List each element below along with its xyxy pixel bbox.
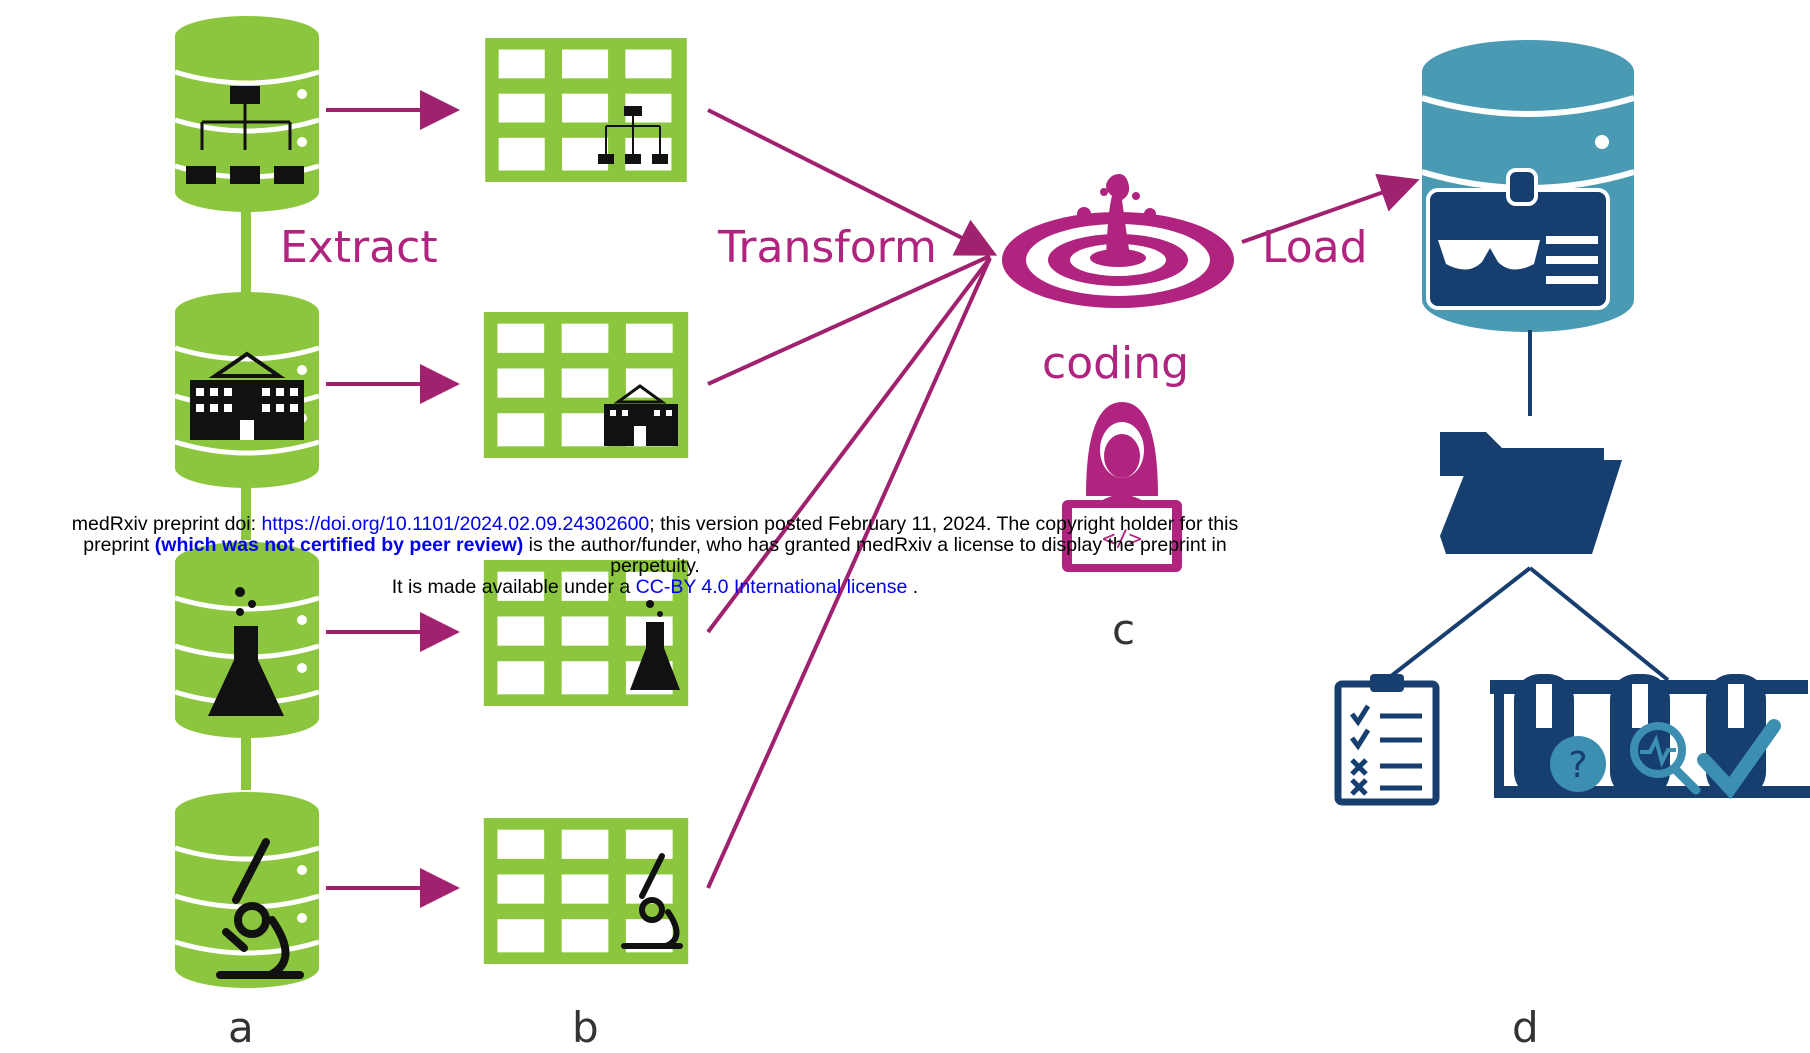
hierarchy-icon (186, 86, 304, 184)
banner-line4-prefix: It is made available under a (391, 576, 636, 598)
hospital-icon (190, 351, 304, 440)
banner-line1-suffix: ; this version posted February 11, 2024.… (649, 513, 1239, 535)
target-database (1421, 40, 1635, 332)
banner-line2-suffix: is the author/funder, who has granted me… (523, 534, 1227, 556)
license-link[interactable]: CC-BY 4.0 International license (635, 576, 908, 598)
output-tree-lines (1384, 330, 1670, 682)
id-card-icon (1426, 168, 1610, 310)
developer-person-icon: </> (1062, 402, 1182, 572)
svg-text:</>: </> (1102, 527, 1142, 552)
source-database-laboratory (175, 542, 319, 738)
banner-line-1: medRxiv preprint doi: https://doi.org/10… (0, 514, 1310, 535)
table-hospital (483, 312, 689, 458)
table-laboratory (483, 560, 689, 706)
flask-small-icon (630, 600, 680, 690)
banner-line-4: It is made available under a CC-BY 4.0 I… (0, 577, 1310, 598)
test-tube-rack-icon: ? (1490, 674, 1810, 800)
hierarchy-small-icon (598, 106, 668, 164)
banner-line2-prefix: preprint (83, 534, 155, 556)
medrxiv-banner: medRxiv preprint doi: https://doi.org/10… (0, 514, 1310, 598)
svg-text:?: ? (1568, 745, 1587, 786)
label-coding: coding (1042, 338, 1189, 389)
load-arrow (1241, 173, 1420, 244)
transform-arrows (706, 108, 998, 889)
label-load: Load (1262, 222, 1368, 273)
flask-icon (208, 587, 284, 716)
source-database-microscopy (175, 792, 319, 988)
panel-label-c: c (1112, 605, 1135, 654)
table-microscopy (483, 818, 689, 964)
extract-arrows (326, 90, 460, 908)
clipboard-checklist-icon (1334, 674, 1440, 806)
doi-link[interactable]: https://doi.org/10.1101/2024.02.09.24302… (261, 513, 650, 535)
microscope-small-icon (621, 853, 683, 949)
source-database-hospital (175, 292, 319, 488)
panel-label-a: a (228, 1003, 254, 1052)
folder-icon (1440, 432, 1622, 554)
banner-line-2: preprint (which was not certified by pee… (0, 535, 1310, 556)
source-database-hierarchy (175, 16, 319, 212)
table-hierarchy (485, 38, 687, 182)
banner-doi-prefix: medRxiv preprint doi: (71, 513, 262, 535)
panel-label-d: d (1512, 1003, 1539, 1052)
hospital-small-icon (604, 384, 678, 446)
banner-line4-suffix: . (907, 576, 919, 598)
label-extract: Extract (280, 222, 438, 273)
panel-label-b: b (572, 1003, 599, 1052)
microscope-icon (216, 838, 304, 979)
label-transform: Transform (717, 222, 937, 273)
peer-review-note: (which was not certified by peer review) (154, 534, 524, 556)
coding-splash-icon (1002, 174, 1234, 308)
banner-line-3: perpetuity. (610, 555, 700, 577)
